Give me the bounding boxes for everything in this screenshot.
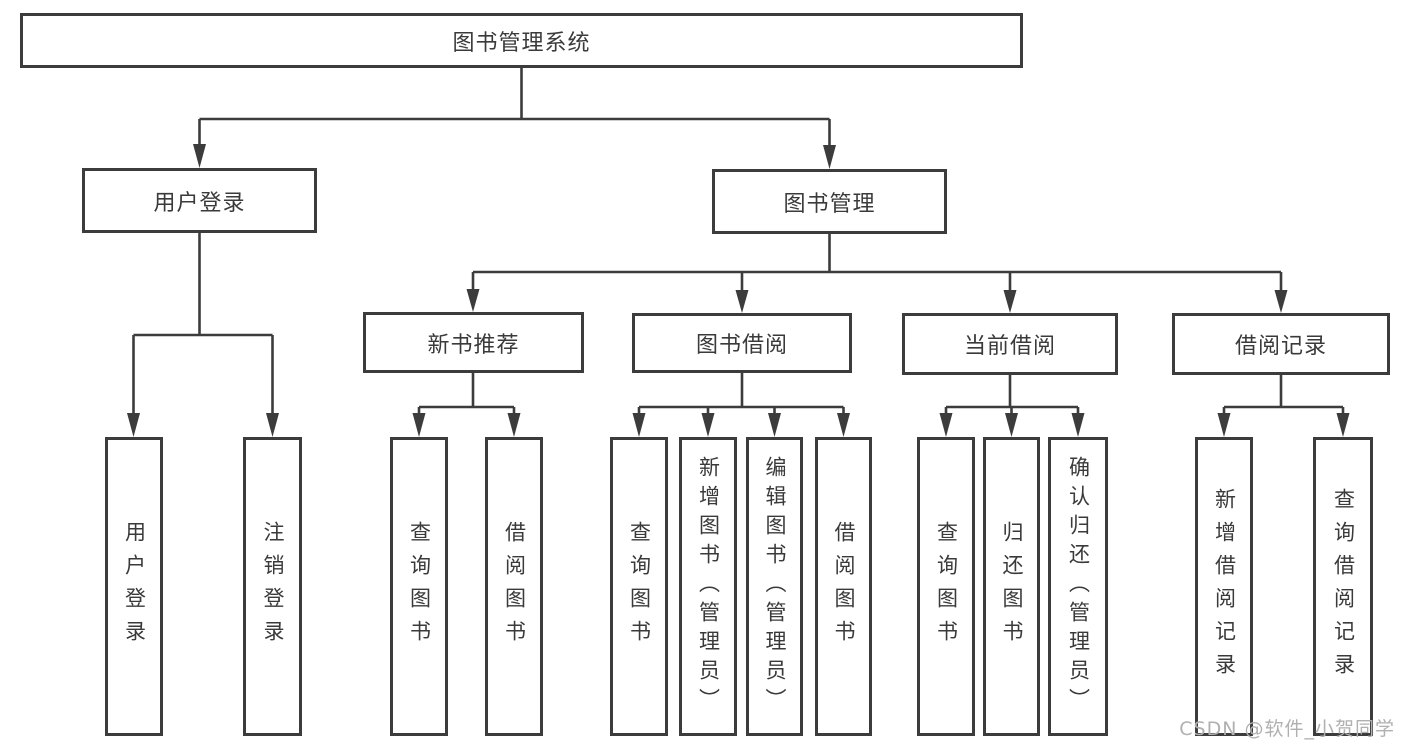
csdn-watermark: CSDN @软件_小贺同学	[1179, 718, 1395, 740]
leaf-confirm-return-admin: 确认归还（管理员）	[1048, 437, 1108, 736]
node-user-login: 用户登录	[82, 168, 317, 233]
node-label: 用户登录	[122, 520, 147, 653]
node-label: 查询借阅记录	[1331, 487, 1356, 686]
node-label: 图书管理	[783, 191, 876, 217]
leaf-add-borrow-record: 新增借阅记录	[1195, 437, 1253, 736]
leaf-user-login: 用户登录	[105, 437, 163, 736]
node-current-borrowing: 当前借阅	[902, 313, 1118, 375]
leaf-return-books: 归还图书	[983, 437, 1040, 736]
node-label: 查询图书	[627, 520, 652, 653]
leaf-query-books: 查询图书	[610, 437, 668, 736]
leaf-query-borrow-record: 查询借阅记录	[1313, 437, 1373, 736]
node-label: 图书管理系统	[452, 30, 591, 56]
node-new-book-recommend: 新书推荐	[363, 312, 584, 373]
node-label: 用户登录	[153, 190, 246, 216]
leaf-query-books: 查询图书	[390, 437, 448, 736]
node-label: 新增图书（管理员）	[696, 456, 721, 717]
node-label: 新增借阅记录	[1212, 487, 1237, 686]
leaf-query-books: 查询图书	[917, 437, 975, 736]
node-label: 新书推荐	[427, 332, 520, 358]
node-borrowing-records: 借阅记录	[1172, 313, 1390, 375]
leaf-edit-books-admin: 编辑图书（管理员）	[746, 437, 803, 736]
node-label: 借阅记录	[1234, 334, 1327, 359]
node-book-borrowing: 图书借阅	[632, 313, 852, 373]
node-book-management: 图书管理	[712, 169, 947, 234]
node-book-management-system: 图书管理系统	[20, 13, 1023, 68]
node-label: 借阅图书	[832, 520, 856, 653]
leaf-add-books-admin: 新增图书（管理员）	[679, 437, 737, 736]
node-label: 查询图书	[407, 520, 432, 653]
node-label: 图书借阅	[695, 333, 788, 358]
node-label: 当前借阅	[963, 334, 1056, 359]
node-label: 归还图书	[1000, 520, 1024, 653]
node-label: 确认归还（管理员）	[1066, 456, 1091, 717]
arrowheads	[127, 144, 1350, 437]
node-label: 查询图书	[934, 520, 959, 653]
node-label: 注销登录	[261, 520, 285, 653]
leaf-borrow-books: 借阅图书	[815, 437, 872, 736]
leaf-logout: 注销登录	[243, 437, 302, 736]
leaf-borrow-books: 借阅图书	[485, 437, 543, 736]
node-label: 借阅图书	[502, 520, 527, 653]
node-label: 编辑图书（管理员）	[763, 456, 787, 717]
